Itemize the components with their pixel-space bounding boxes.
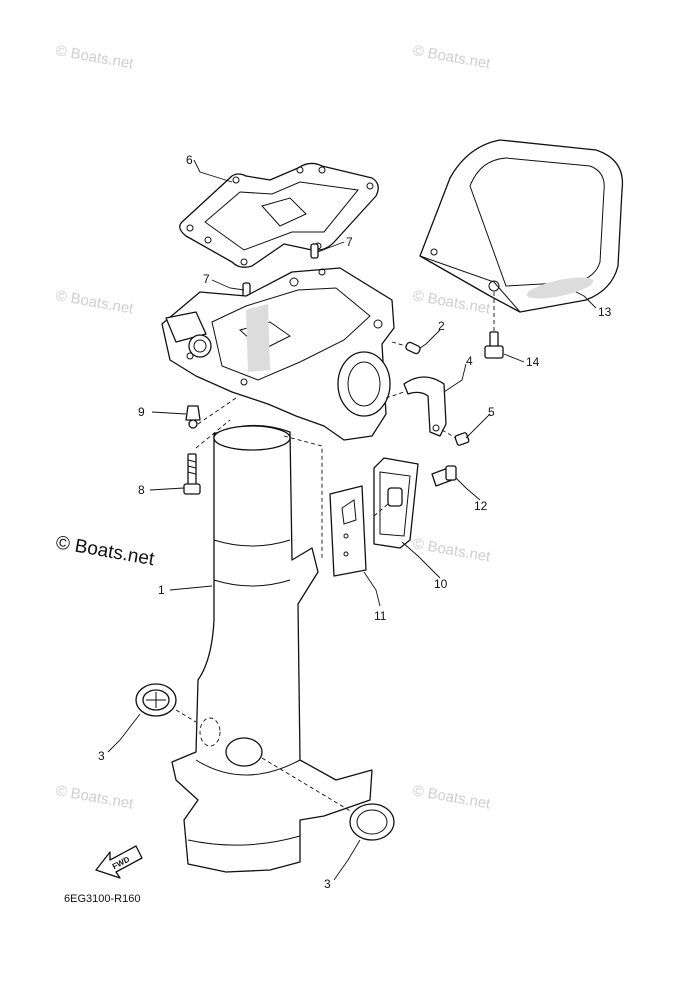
callout-3: 3 — [324, 877, 331, 891]
callout-13: 13 — [598, 305, 612, 319]
callout-7: 7 — [346, 235, 353, 249]
callout-4: 4 — [466, 354, 473, 368]
drive-shaft-housing-part-1 — [171, 424, 373, 873]
screw-part-5 — [441, 429, 470, 446]
callout-3: 3 — [98, 749, 105, 763]
watermark: © Boats.net — [54, 42, 135, 73]
upper-casing — [161, 267, 395, 441]
screw-part-12 — [431, 465, 457, 487]
cover-part-13 — [419, 139, 624, 334]
watermark: © Boats.net — [411, 42, 492, 73]
watermark: © Boats.net — [54, 287, 135, 318]
clamp-part-4 — [385, 376, 447, 437]
callout-11: 11 — [374, 609, 387, 623]
callout-10: 10 — [434, 577, 448, 591]
callout-2: 2 — [438, 319, 445, 333]
callout-1: 1 — [158, 583, 165, 597]
watermark: © Boats.net — [54, 782, 135, 813]
fwd-arrow-icon: FWD — [95, 845, 143, 879]
watermark-main: © Boats.net — [54, 532, 156, 570]
watermark: © Boats.net — [411, 287, 492, 318]
leader-lines — [107, 159, 597, 881]
callout-9: 9 — [138, 405, 145, 419]
callout-7: 7 — [203, 272, 210, 286]
callouts: 6 7 7 2 4 5 9 8 12 10 11 13 14 1 3 3 — [98, 153, 612, 891]
diagram-code: 6EG3100-R160 — [64, 893, 140, 905]
pin-part-2 — [391, 341, 421, 355]
plate-part-11 — [329, 485, 367, 577]
callout-6: 6 — [186, 153, 193, 167]
bracket-part-10 — [373, 457, 419, 549]
grease-nipple-part-9 — [185, 397, 237, 429]
grommet-part-3 — [135, 683, 197, 723]
callout-12: 12 — [474, 499, 488, 513]
bolt-part-8 — [183, 419, 231, 495]
callout-5: 5 — [488, 405, 495, 419]
grommet-part-3 — [261, 757, 395, 841]
bolt-part-14 — [484, 331, 504, 359]
gasket-part-6 — [179, 162, 379, 268]
callout-14: 14 — [526, 355, 540, 369]
watermark: © Boats.net — [411, 782, 492, 813]
callout-8: 8 — [138, 483, 145, 497]
